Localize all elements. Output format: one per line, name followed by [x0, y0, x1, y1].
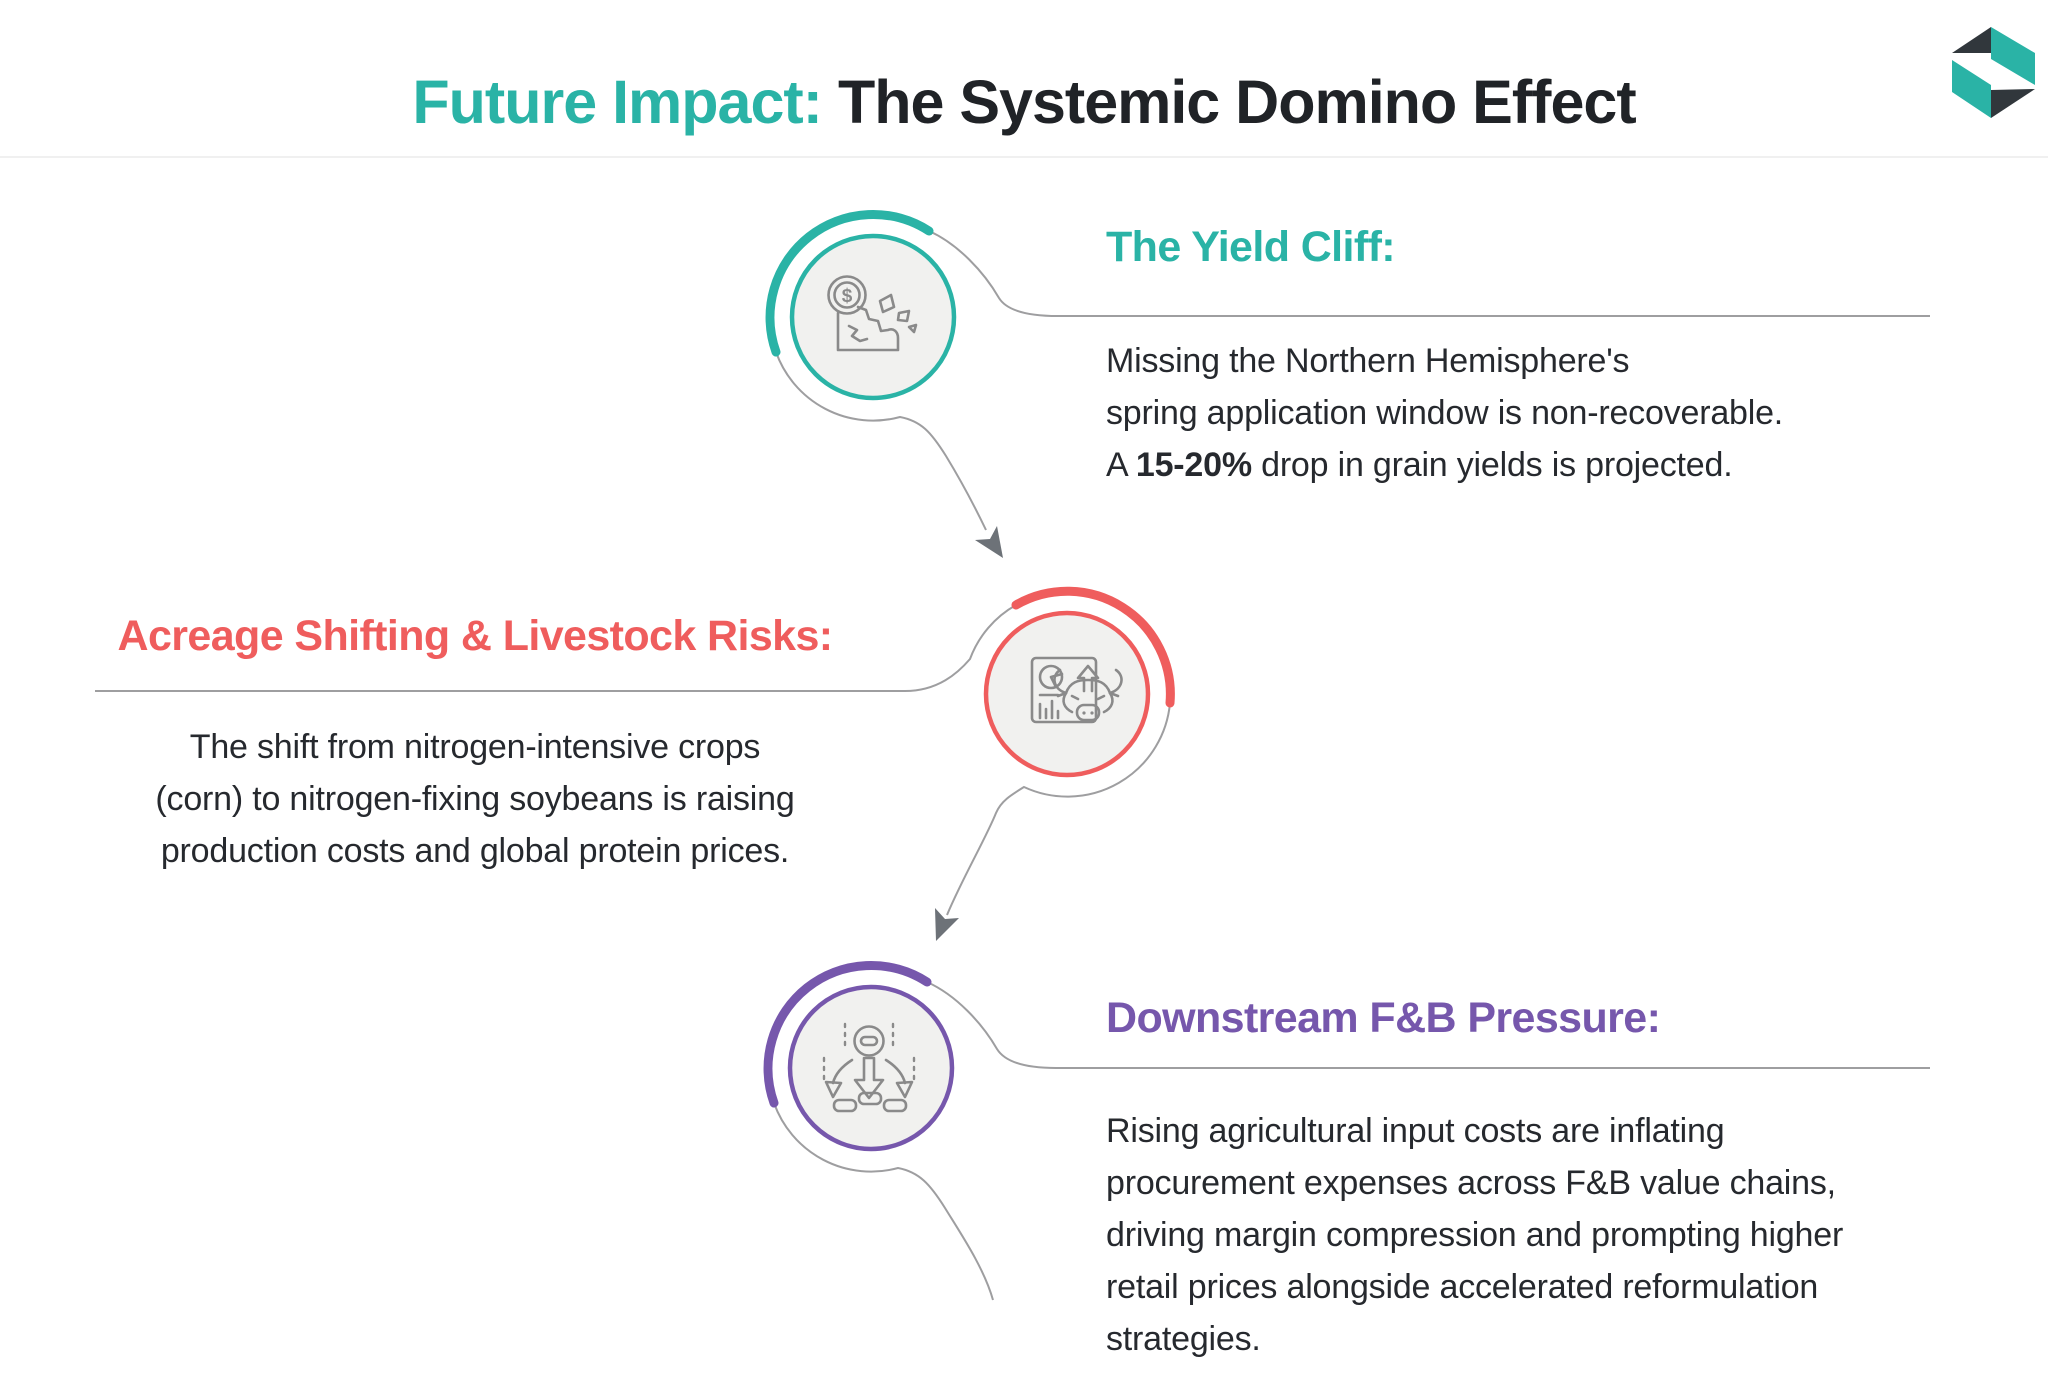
body-line: A	[1106, 446, 1136, 484]
left-down-curve	[831, 1058, 854, 1085]
target-box-left	[832, 1098, 858, 1113]
center-down-arrow	[853, 1056, 885, 1100]
node-3-outer-arc	[763, 960, 932, 1108]
bar-chart	[1038, 699, 1060, 720]
node-2-circle	[983, 610, 1151, 778]
downstream-flow-icon	[822, 1022, 916, 1113]
page-title-rest: The Systemic Domino Effect	[822, 67, 1637, 136]
dollar-sign: $	[842, 286, 853, 307]
page-title: Future Impact: The Systemic Domino Effec…	[0, 67, 2048, 137]
bull-right-horn	[1108, 668, 1123, 695]
body-line: production costs and global protein pric…	[160, 832, 790, 870]
node-1-outer-arc	[765, 209, 934, 357]
connector-to-heading-1	[928, 230, 1930, 317]
header-divider	[0, 156, 2048, 158]
bull-right-jaw	[1102, 691, 1114, 714]
body-highlight: 15-20%	[1135, 446, 1252, 484]
target-box-center	[857, 1091, 883, 1106]
body-line: spring application window is non-recover…	[1106, 394, 1784, 432]
target-box-right	[882, 1098, 908, 1113]
node-downstream-fnb	[763, 960, 1930, 1301]
body-line: Rising agricultural input costs are infl…	[1106, 1112, 1725, 1150]
node-2-outer-arc	[1011, 586, 1175, 708]
body-line: drop in grain yields is projected.	[1251, 446, 1733, 484]
node-3-circle	[787, 984, 955, 1152]
falling-rock-large	[878, 293, 896, 314]
motion-dashes	[822, 1022, 916, 1082]
bull-nostril-left	[1082, 711, 1086, 715]
bull-muzzle	[1075, 703, 1101, 722]
bull-market-chart-icon	[1030, 656, 1123, 724]
connector-to-heading-2	[95, 604, 1017, 692]
cube-logo-top-left-facet	[1952, 27, 1991, 53]
up-arrow	[1076, 664, 1100, 693]
cube-logo-right-facet	[1991, 27, 2035, 85]
step-3-heading: Downstream F&B Pressure:	[1106, 994, 1661, 1042]
body-line: Missing the Northern Hemisphere's	[1106, 342, 1630, 380]
cube-logo-left-facet	[1952, 60, 1991, 118]
step-1-heading: The Yield Cliff:	[1106, 223, 1396, 271]
bull-head-top	[1064, 678, 1112, 695]
bull-eyes	[1070, 694, 1106, 701]
source-node	[853, 1025, 885, 1057]
bull-nostril-right	[1090, 711, 1094, 715]
body-line: strategies.	[1106, 1320, 1261, 1358]
cube-logo	[1952, 27, 2035, 118]
bull-left-horn	[1053, 668, 1068, 695]
flow-arrowhead-2-icon	[935, 908, 959, 941]
body-line: driving margin compression and prompting…	[1106, 1216, 1844, 1254]
bull-ears	[1056, 691, 1120, 698]
node-acreage-livestock	[95, 586, 1175, 941]
step-2-body: The shift from nitrogen-intensive crops …	[35, 721, 915, 877]
coin-outer	[827, 275, 867, 315]
flow-curve-2-to-3	[946, 702, 1171, 916]
cube-logo-bottom-right-facet	[1991, 89, 2035, 118]
step-1-body: Missing the Northern Hemisphere's spring…	[1106, 335, 1966, 491]
right-down-curve	[884, 1058, 907, 1085]
connector-to-heading-3	[926, 981, 1930, 1069]
node-yield-cliff: $	[765, 209, 1930, 558]
body-line: (corn) to nitrogen-fixing soybeans is ra…	[155, 780, 795, 818]
node-1-circle	[789, 233, 957, 401]
flow-arrowhead-1-icon	[975, 526, 1003, 558]
falling-rock-medium	[896, 309, 911, 323]
body-line: procurement expenses across F&B value ch…	[1106, 1164, 1836, 1202]
body-line: retail prices alongside accelerated refo…	[1106, 1268, 1819, 1306]
step-3-body: Rising agricultural input costs are infl…	[1106, 1105, 1976, 1365]
step-2-heading: Acreage Shifting & Livestock Risks:	[117, 612, 834, 660]
page-title-accent: Future Impact:	[412, 67, 823, 136]
coin-inner	[833, 281, 861, 309]
pie-chart	[1038, 664, 1064, 690]
falling-rock-small	[907, 323, 918, 334]
dollar-cliff-icon: $	[827, 275, 918, 352]
source-minus	[859, 1035, 879, 1047]
flow-curve-3-tail	[773, 1102, 994, 1301]
left-arrowhead	[824, 1080, 843, 1099]
cliff-outline	[836, 305, 900, 352]
body-line: The shift from nitrogen-intensive crops	[189, 728, 761, 766]
cliff-crack	[847, 324, 869, 343]
flow-curve-1-to-2	[775, 351, 987, 531]
report-sheet	[1030, 656, 1098, 724]
bull-left-jaw	[1062, 691, 1074, 714]
right-arrowhead	[895, 1080, 914, 1099]
